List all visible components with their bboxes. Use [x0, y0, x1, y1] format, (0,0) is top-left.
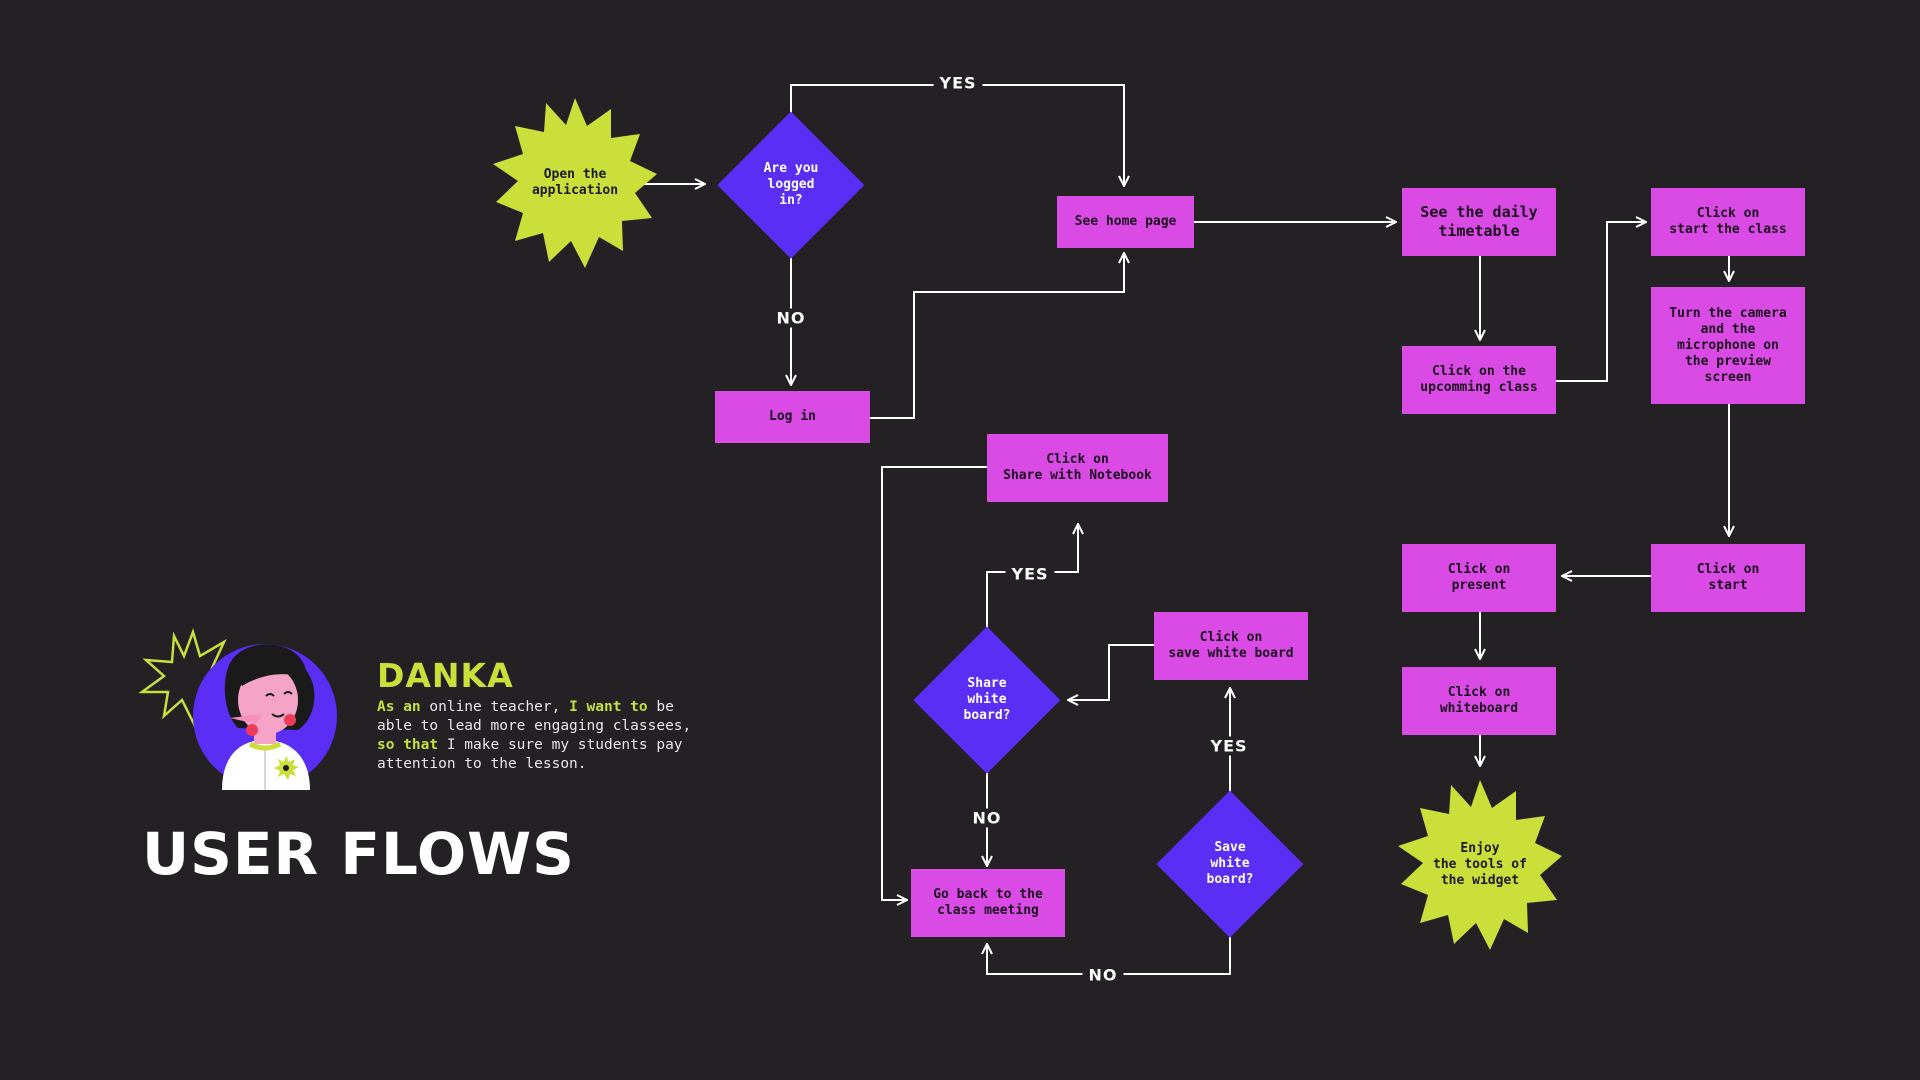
- decision-logged-in: Are you logged in?: [718, 112, 864, 258]
- node-label: Open the application: [531, 167, 619, 198]
- starburst-shape: [493, 98, 657, 268]
- arrow-upcoming-to-start-class: [1556, 222, 1646, 382]
- process-daily-timetable: See the daily timetable: [1402, 188, 1556, 256]
- process-save-whiteboard: Click on save white board: [1154, 612, 1308, 680]
- edge-label-share-no: NO: [966, 808, 1008, 828]
- arrow-login-to-home: [870, 253, 1124, 419]
- arrow-save-btn-to-share: [1068, 644, 1154, 700]
- edge-label-save-no: NO: [1082, 965, 1124, 985]
- node-label: Click on start: [1696, 562, 1760, 593]
- edge-label-logged-yes: YES: [933, 73, 983, 93]
- persona-story: As an online teacher, I want to be able …: [377, 698, 717, 774]
- node-label: Click on Share with Notebook: [1003, 452, 1152, 483]
- story-text: online teacher,: [420, 699, 570, 715]
- edge-label-save-yes: YES: [1204, 736, 1254, 756]
- node-label: Click on start the class: [1669, 206, 1787, 237]
- node-label: Share white board?: [963, 676, 1011, 723]
- decision-share-whiteboard: Share white board?: [914, 627, 1060, 773]
- decision-save-whiteboard: Save white board?: [1157, 791, 1303, 937]
- process-upcoming-class: Click on the upcomming class: [1402, 346, 1556, 414]
- node-label: Click on the upcomming class: [1420, 364, 1538, 395]
- starburst-shape: [1398, 780, 1562, 950]
- process-start-class: Click on start the class: [1651, 188, 1805, 256]
- node-label: See home page: [1074, 214, 1177, 229]
- node-label: Log in: [769, 409, 816, 424]
- process-share-notebook: Click on Share with Notebook: [987, 434, 1168, 502]
- process-click-start: Click on start: [1651, 544, 1805, 612]
- process-click-present: Click on present: [1402, 544, 1556, 612]
- story-text: I make sure my students pay attention to…: [377, 737, 683, 772]
- process-click-whiteboard: Click on whiteboard: [1402, 667, 1556, 735]
- terminal-open-app: Open the application: [493, 98, 657, 268]
- avatar: [138, 628, 337, 790]
- story-highlight: As an: [377, 699, 421, 715]
- edge-label-logged-no: NO: [770, 308, 812, 328]
- node-label: Save white board?: [1206, 840, 1254, 887]
- story-highlight: I want to: [569, 699, 648, 715]
- process-home-page: See home page: [1057, 196, 1194, 248]
- node-label: Click on save white board: [1168, 630, 1294, 661]
- node-label: Go back to the class meeting: [933, 887, 1043, 918]
- arrow-notebook-to-goback: [881, 466, 987, 900]
- node-label: Are you logged in?: [763, 161, 819, 208]
- persona-avatar-group: [138, 628, 368, 794]
- node-label: Click on present: [1447, 562, 1511, 593]
- page-title: USER FLOWS: [142, 820, 575, 888]
- process-log-in: Log in: [715, 391, 870, 443]
- process-camera-mic: Turn the camera and the microphone on th…: [1651, 287, 1805, 404]
- story-text: be able to lead more engaging classees,: [377, 699, 692, 734]
- terminal-enjoy-tools: Enjoy the tools of the widget: [1398, 780, 1562, 950]
- persona-name: DANKA: [377, 656, 514, 695]
- story-highlight: so that: [377, 737, 439, 753]
- node-label: See the daily timetable: [1420, 203, 1538, 240]
- edge-label-share-yes: YES: [1005, 564, 1055, 584]
- process-go-back: Go back to the class meeting: [911, 869, 1065, 937]
- node-label: Enjoy the tools of the widget: [1433, 841, 1527, 888]
- node-label: Click on whiteboard: [1439, 685, 1519, 716]
- node-label: Turn the camera and the microphone on th…: [1669, 305, 1787, 385]
